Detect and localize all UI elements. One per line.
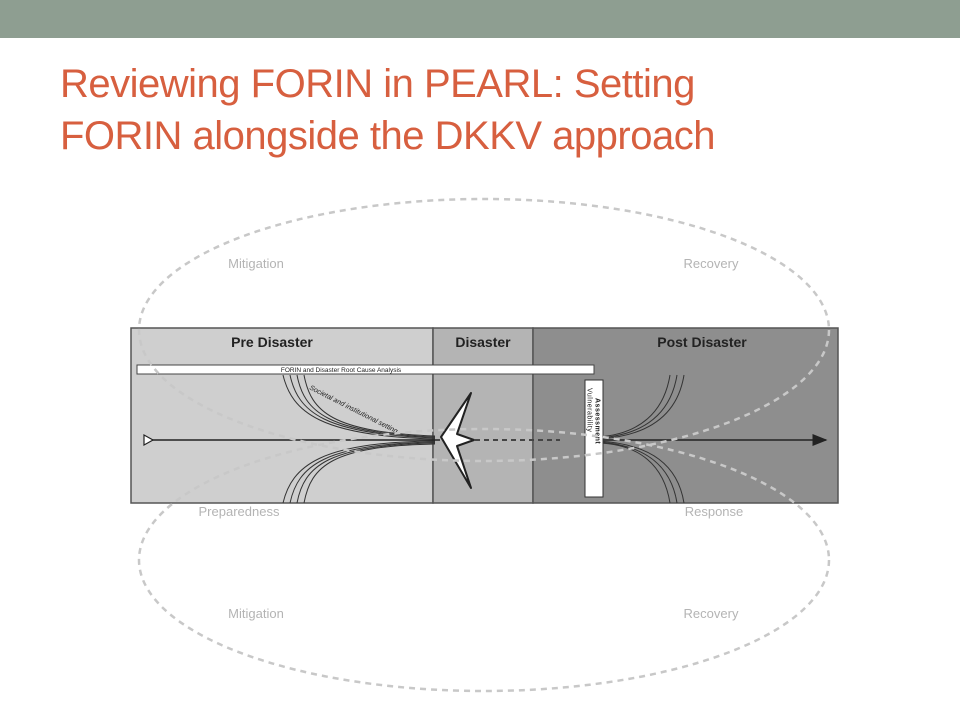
vulnerability-label: Vulnerability <box>586 388 593 432</box>
cycle-label-preparedness: Preparedness <box>199 504 280 519</box>
vulnerability-assessment-box <box>584 379 604 498</box>
pre-disaster-panel <box>130 327 434 504</box>
forin-banner-label: FORIN and Disaster Root Cause Analysis <box>281 367 402 374</box>
slide-title: Reviewing FORIN in PEARL: Setting FORIN … <box>60 58 920 162</box>
phase-band: Pre Disaster Disaster Post Disaster <box>130 327 839 504</box>
phase-label-post: Post Disaster <box>657 334 747 350</box>
cycle-label-recovery-top: Recovery <box>684 256 739 271</box>
disaster-impact-arrow <box>440 392 475 489</box>
upper-cycle-ellipse <box>137 197 831 463</box>
lower-cycle-ellipse <box>137 427 831 693</box>
timeline-start-marker <box>143 433 155 447</box>
slide-title-line-1: Reviewing FORIN in PEARL: Setting <box>60 62 695 106</box>
pre-disaster-funnel-curves <box>282 374 436 504</box>
post-disaster-panel <box>532 327 839 504</box>
phase-label-disaster: Disaster <box>455 334 511 350</box>
cycle-label-response: Response <box>685 504 744 519</box>
top-accent-bar <box>0 0 960 38</box>
phase-label-pre: Pre Disaster <box>231 334 313 350</box>
assessment-label: Assessment <box>594 398 601 444</box>
forin-banner <box>136 364 595 375</box>
post-disaster-funnel-curves <box>597 374 685 504</box>
disaster-panel <box>432 327 534 504</box>
cycle-label-mitigation-bottom: Mitigation <box>228 606 284 621</box>
slide-title-line-2: FORIN alongside the DKKV approach <box>60 114 715 158</box>
cycle-label-recovery-bottom: Recovery <box>684 606 739 621</box>
cycle-label-mitigation-top: Mitigation <box>228 256 284 271</box>
